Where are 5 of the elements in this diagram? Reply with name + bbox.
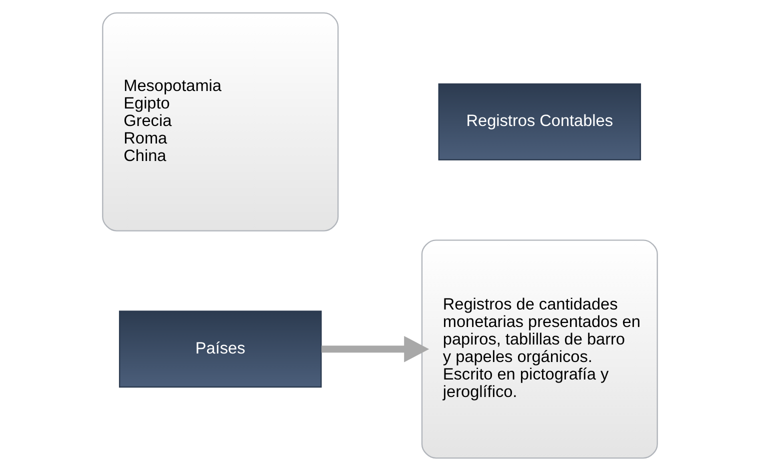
node-box: Mesopotamia Egipto Grecia Roma China <box>102 12 339 232</box>
node-box: Registros de cantidades monetarias presentados en papiros, tablillas de barro y papeles orgánicos. Escrito en pictografía y jeroglífico. <box>421 240 658 459</box>
node-box: Países <box>118 310 322 388</box>
arrow <box>321 336 430 362</box>
node-box: Registros Contables <box>438 83 642 160</box>
